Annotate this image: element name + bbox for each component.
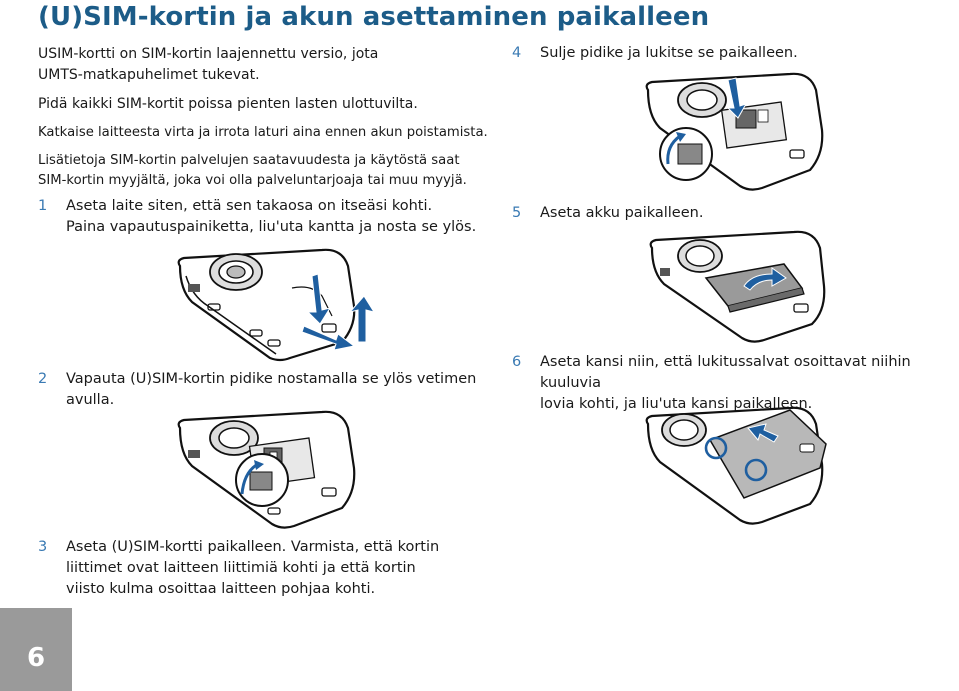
step-1-illustration [177,248,376,362]
phone-battery-illustration [649,230,826,343]
zoom-callout-icon [235,453,289,507]
intro-usim-line-1: USIM-kortti on SIM-kortin laajennettu ve… [38,46,379,62]
step-1-line-1: Aseta laite siten, että sen takaosa on i… [66,198,433,214]
intro-children-warning: Pidä kaikki SIM-kortit poissa pienten la… [38,96,418,112]
step-2-line-1: Vapauta (U)SIM-kortin pidike nostamalla … [66,371,477,387]
step-3-line-1: Aseta (U)SIM-kortti paikalleen. Varmista… [66,539,440,555]
step-6-illustration [645,406,827,525]
intro-battery-warning: Katkaise laitteesta virta ja irrota latu… [38,125,488,140]
press-down-arrow-icon [306,273,332,325]
page-title: (U)SIM-kortin ja akun asettaminen paikal… [38,2,710,32]
step-1: 1 Aseta laite siten, että sen takaosa on… [38,196,488,238]
step-4: 4 Sulje pidike ja lukitse se paikalleen. [512,43,952,64]
step-4-line-1: Sulje pidike ja lukitse se paikalleen. [540,45,798,61]
step-3: 3 Aseta (U)SIM-kortti paikalleen. Varmis… [38,537,488,600]
step-5-illustration [649,230,826,343]
step-5-line-1: Aseta akku paikalleen. [540,205,704,221]
intro-usim-line-2: UMTS-matkapuhelimet tukevat. [38,67,260,83]
step-4-number: 4 [512,45,522,61]
phone-back-illustration [177,248,356,362]
intro-more-info-line-2: SIM-kortin myyjältä, joka voi olla palve… [38,173,467,188]
zoom-callout-icon [659,127,713,181]
cover-slide-arrow-icon [747,423,779,443]
step-2-number: 2 [38,371,48,387]
step-1-number: 1 [38,198,48,214]
step-3-line-2: liittimet ovat laitteen liittimiä kohti … [66,560,416,576]
phone-cover-illustration [645,406,827,525]
latch-callout-left-icon [704,436,728,460]
page-number-tab: 6 [0,608,72,691]
step-5: 5 Aseta akku paikalleen. [512,203,952,224]
lock-down-arrow-icon [726,77,748,119]
latch-callout-right-icon [744,458,768,482]
battery-insert-arrow-icon [743,267,787,291]
step-2: 2 Vapauta (U)SIM-kortin pidike nostamall… [38,369,488,411]
page-number: 6 [26,643,46,673]
intro-usim-paragraph: USIM-kortti on SIM-kortin laajennettu ve… [38,44,378,86]
step-6-number: 6 [512,354,522,370]
step-6-line-2: lovia kohti, ja liu'uta kansi paikalleen… [540,396,813,412]
slide-arrow-icon [301,325,356,351]
step-4-illustration [645,72,824,191]
step-2-illustration [177,410,356,529]
intro-more-info-paragraph: Lisätietoja SIM-kortin palvelujen saatav… [38,151,467,191]
step-6-line-1: Aseta kansi niin, että lukitussalvat oso… [540,354,911,391]
step-1-line-2: Paina vapautuspainiketta, liu'uta kantta… [66,219,477,235]
step-2-line-2: avulla. [66,392,115,408]
intro-more-info-line-1: Lisätietoja SIM-kortin palvelujen saatav… [38,153,460,168]
lift-up-arrow-icon [348,295,376,343]
step-6: 6 Aseta kansi niin, että lukitussalvat o… [512,352,959,415]
step-3-number: 3 [38,539,48,555]
step-5-number: 5 [512,205,522,221]
phone-sim-holder-illustration [645,72,824,191]
step-3-line-3: viisto kulma osoittaa laitteen pohjaa ko… [66,581,376,597]
